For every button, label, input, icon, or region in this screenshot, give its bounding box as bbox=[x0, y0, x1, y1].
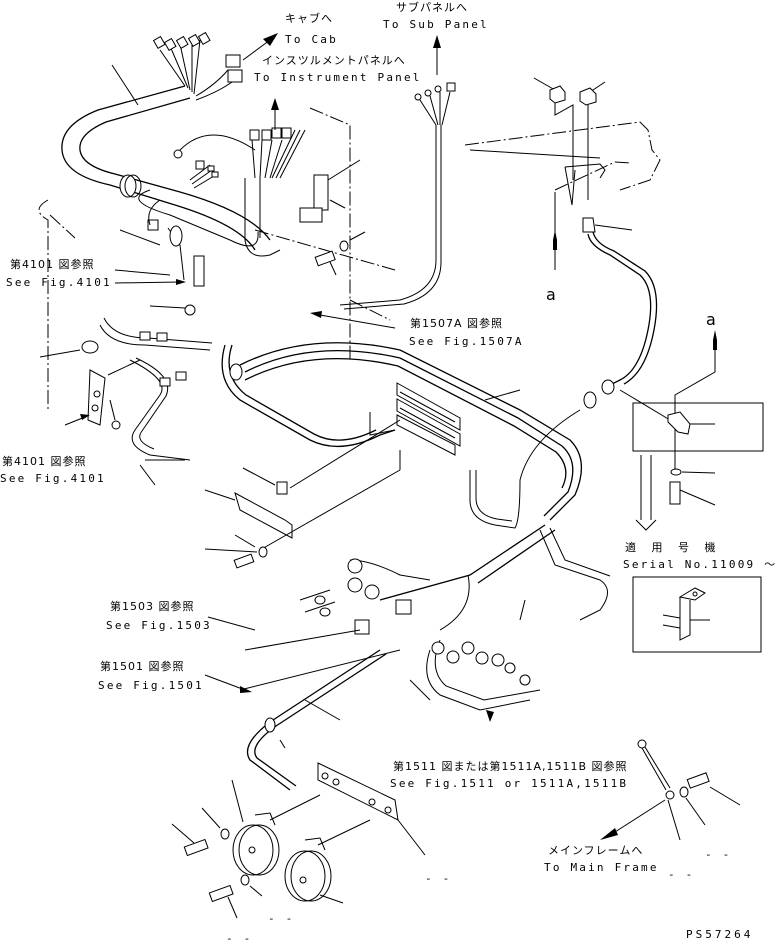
see-fig-1507a-jp: 第1507A 図参照 bbox=[410, 317, 504, 330]
see-fig-4101-top-jp: 第4101 図参照 bbox=[10, 258, 95, 271]
to-main-frame-label-en: To Main Frame bbox=[544, 861, 659, 874]
to-sub-panel-label-en: To Sub Panel bbox=[383, 18, 489, 31]
part-number-placeholder: - - bbox=[705, 848, 732, 861]
left-components bbox=[39, 199, 213, 486]
serial-label-jp: 適 用 号 機 bbox=[625, 541, 722, 554]
central-harness bbox=[221, 342, 597, 529]
see-fig-1503-jp: 第1503 図参照 bbox=[110, 600, 195, 613]
see-fig-4101-top-en: See Fig.4101 bbox=[6, 276, 112, 289]
lower-harness bbox=[239, 524, 611, 722]
to-sub-panel-label-jp: サブパネルへ bbox=[396, 1, 468, 14]
part-number-placeholder: - - bbox=[268, 912, 295, 925]
part-number-placeholder: - - bbox=[668, 868, 695, 881]
see-fig-1501-jp: 第1501 図参照 bbox=[100, 660, 185, 673]
main-harness-upper bbox=[61, 31, 271, 251]
to-instrument-panel-label-jp: インスツルメントパネルへ bbox=[262, 54, 406, 67]
to-cab-label-jp: キャブへ bbox=[285, 12, 333, 25]
see-fig-1501-en: See Fig.1501 bbox=[98, 679, 204, 692]
sub-panel-harness bbox=[339, 35, 456, 310]
view-marker-a-left: a bbox=[546, 285, 556, 304]
to-main-frame-label-jp: メインフレームへ bbox=[548, 844, 644, 857]
to-cab-arrow-icon bbox=[263, 33, 278, 46]
view-marker-a-right: a bbox=[706, 310, 716, 329]
to-cab-leader bbox=[242, 39, 271, 61]
see-fig-1507a-en: See Fig.1507A bbox=[409, 335, 524, 348]
horn-assembly bbox=[171, 649, 426, 919]
see-fig-4101-bottom-en: See Fig.4101 bbox=[0, 472, 106, 485]
serial-detail-box bbox=[632, 576, 762, 653]
to-instrument-panel-label-en: To Instrument Panel bbox=[254, 71, 422, 84]
view-a-assembly bbox=[464, 77, 661, 395]
ground-cable bbox=[600, 739, 741, 841]
drawing-number: PS57264 bbox=[686, 928, 754, 941]
view-a-detail-box bbox=[619, 330, 764, 531]
see-fig-1503-en: See Fig.1503 bbox=[106, 619, 212, 632]
to-cab-label-en: To Cab bbox=[285, 33, 338, 46]
see-fig-1511-jp: 第1511 図または第1511A,1511B 図参照 bbox=[393, 760, 628, 773]
callout-leaders bbox=[64, 269, 396, 693]
part-number-placeholder: - - bbox=[425, 872, 452, 885]
part-number-placeholder: - - bbox=[226, 932, 253, 945]
see-fig-1511-en: See Fig.1511 or 1511A,1511B bbox=[390, 777, 629, 790]
bolt-washer-upper bbox=[314, 231, 366, 276]
see-fig-4101-bottom-jp: 第4101 図参照 bbox=[2, 455, 87, 468]
serial-label-en: Serial No.11009 ～ bbox=[623, 558, 777, 571]
instrument-panel-branch bbox=[173, 98, 361, 257]
cover-parts bbox=[204, 419, 401, 569]
